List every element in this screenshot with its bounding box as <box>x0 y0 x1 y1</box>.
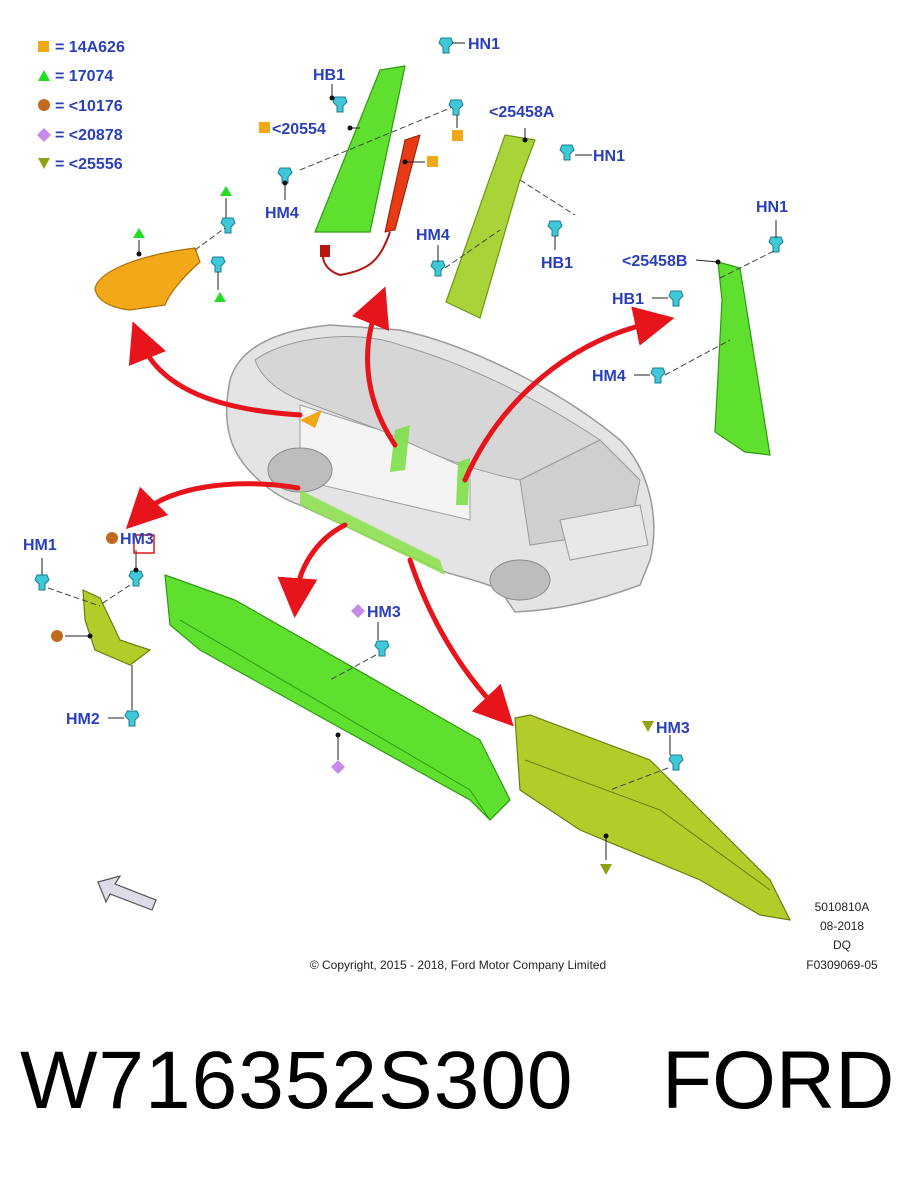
legend-triangle-up-icon <box>38 70 50 81</box>
figure-code: F0309069-05 <box>806 958 878 972</box>
triangle-marker-icon <box>133 228 145 238</box>
clip-fastener-icon <box>210 256 226 273</box>
arrow-to-rocker-rear <box>407 557 514 727</box>
arrow-to-mudflap <box>125 481 301 530</box>
b-pillar-rear-applique-part <box>430 128 592 319</box>
clip-fastener-icon <box>438 37 454 54</box>
highlight-box <box>133 534 155 554</box>
vehicle-body-illustration <box>225 324 655 613</box>
circle-marker-icon <box>106 532 118 544</box>
legend: = 14A626 = 17074 = <10176 = <20878 = <25… <box>37 39 125 173</box>
date-code: 08-2018 <box>820 919 864 933</box>
clip-fastener-icon <box>547 220 563 237</box>
diamond-marker-icon <box>331 760 345 774</box>
mudflap-part <box>34 532 155 727</box>
clip-fastener-icon <box>332 96 348 113</box>
triangle-down-marker-icon <box>642 721 654 732</box>
legend-square-icon <box>38 41 49 52</box>
front-direction-arrow-icon <box>97 875 157 911</box>
illustration-code: 5010810A <box>815 900 870 914</box>
legend-triangle-down-icon <box>38 158 50 169</box>
label-hn1: HN1 <box>468 36 500 53</box>
clip-fastener-icon <box>430 260 446 277</box>
parts-diagram: = 14A626 = 17074 = <10176 = <20878 = <25… <box>23 36 878 972</box>
clip-fastener-icon <box>34 574 50 591</box>
clip-fastener-icon <box>220 217 236 234</box>
circle-marker-icon <box>51 630 63 642</box>
label-hm4: HM4 <box>592 368 626 385</box>
triangle-marker-icon <box>214 292 226 302</box>
label-hm3: HM3 <box>656 720 690 737</box>
arrow-to-mirror-patch <box>128 321 303 418</box>
arrow-to-c-pillar <box>462 306 675 483</box>
label-part-25458b: <25458B <box>622 253 687 270</box>
label-hb1: HB1 <box>612 291 644 308</box>
callout-arrows <box>125 286 675 727</box>
mirror-patch-part <box>94 186 236 311</box>
clip-fastener-icon <box>374 640 390 657</box>
b-pillar-applique-part <box>259 37 465 277</box>
clip-fastener-icon <box>650 367 666 384</box>
clip-fastener-icon <box>559 144 575 161</box>
label-hm3: HM3 <box>120 531 154 548</box>
label-hn1: HN1 <box>756 199 788 216</box>
label-hm4: HM4 <box>416 227 450 244</box>
clip-fastener-icon <box>668 290 684 307</box>
triangle-down-marker-icon <box>600 864 612 875</box>
label-part-25458a: <25458A <box>489 104 555 121</box>
dq-code: DQ <box>833 938 851 952</box>
diamond-marker-icon <box>351 604 365 618</box>
copyright-notice: © Copyright, 2015 - 2018, Ford Motor Com… <box>310 958 606 972</box>
document-codes: 5010810A 08-2018 DQ F0309069-05 <box>806 900 878 972</box>
clip-fastener-icon <box>448 99 464 116</box>
label-part-20554: <20554 <box>272 121 326 138</box>
clip-fastener-icon <box>124 710 140 727</box>
legend-text: = <25556 <box>55 156 123 173</box>
clip-fastener-icon <box>128 570 144 587</box>
legend-text: = <10176 <box>55 98 123 115</box>
label-hm2: HM2 <box>66 711 100 728</box>
label-hm3: HM3 <box>367 604 401 621</box>
legend-circle-icon <box>38 99 50 111</box>
label-hm1: HM1 <box>23 537 57 554</box>
legend-text: = 17074 <box>55 68 113 85</box>
label-hn1: HN1 <box>593 148 625 165</box>
part-number: W716352S300 <box>20 1035 574 1126</box>
c-pillar-applique-part <box>634 220 784 456</box>
rocker-moulding-rear-part <box>514 714 792 921</box>
label-hb1: HB1 <box>313 67 345 84</box>
label-hm4: HM4 <box>265 205 299 222</box>
callout-labels: HN1 HB1 <20554 HM4 <25458A HN1 HM4 HB1 H… <box>23 36 788 737</box>
arrow-to-rocker-front <box>277 522 348 618</box>
arrow-to-b-pillar <box>352 286 398 448</box>
brand-name: FORD <box>662 1035 895 1126</box>
square-marker-icon <box>427 156 438 167</box>
clip-fastener-icon <box>668 754 684 771</box>
rocker-moulding-front-part <box>164 574 511 821</box>
square-marker-icon <box>452 130 463 141</box>
legend-diamond-icon <box>37 128 51 142</box>
clip-fastener-icon <box>768 236 784 253</box>
legend-text: = <20878 <box>55 127 123 144</box>
legend-text: = 14A626 <box>55 39 125 56</box>
triangle-marker-icon <box>220 186 232 196</box>
label-hb1: HB1 <box>541 255 573 272</box>
square-marker-icon <box>259 122 270 133</box>
